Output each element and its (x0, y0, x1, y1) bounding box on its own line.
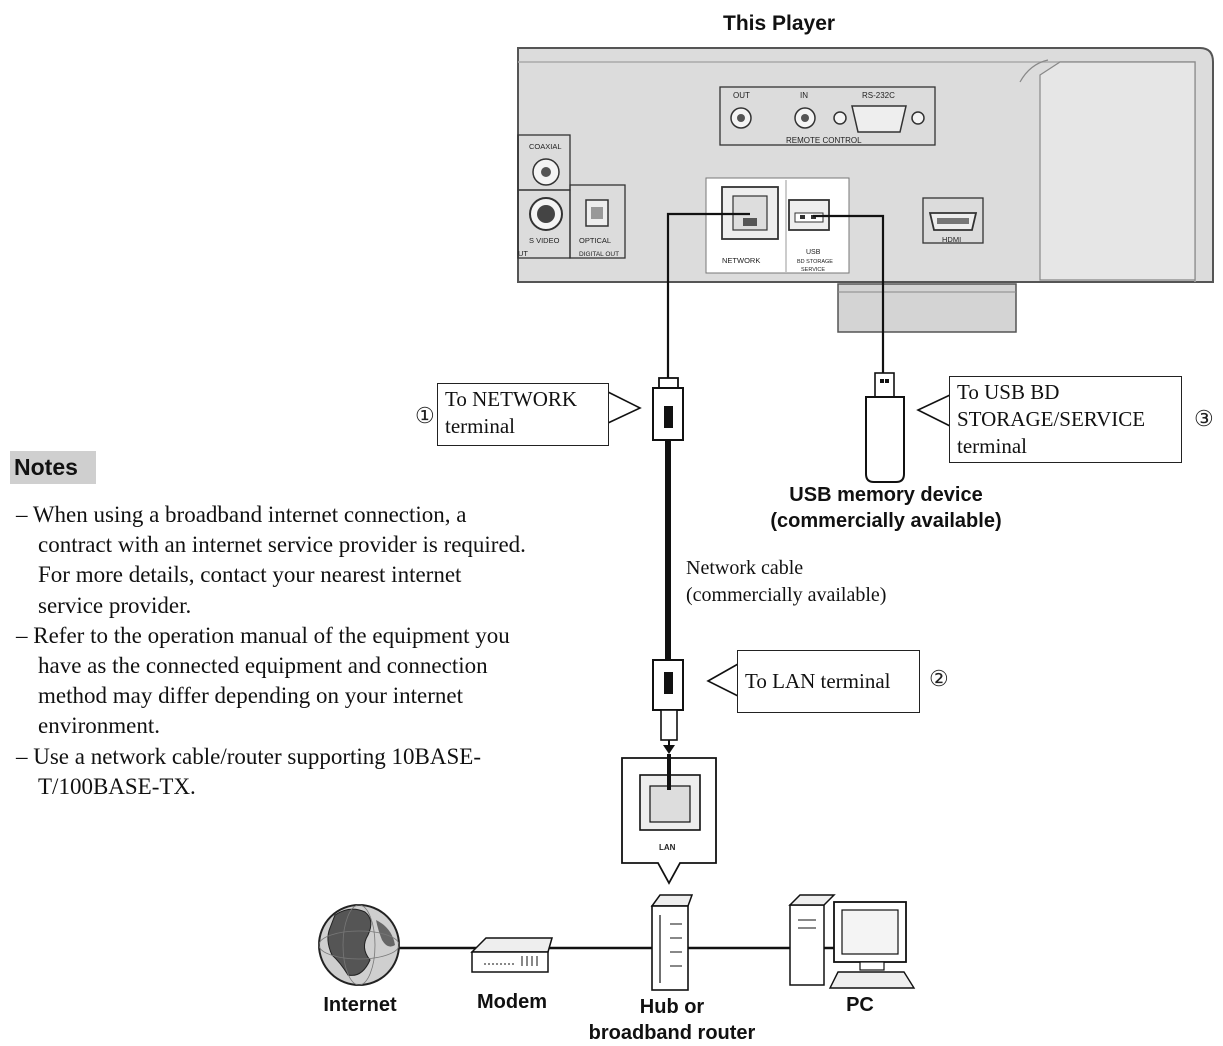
hub-router-line2: broadband router (588, 1022, 756, 1044)
callout-number-3: ③ (1194, 406, 1214, 431)
pc-icon (788, 894, 916, 989)
hub-router-label: Hub or broadband router (560, 994, 784, 1046)
optical-label: OPTICAL (579, 236, 611, 245)
network-cable (652, 212, 750, 754)
remote-out-label: OUT (733, 91, 750, 100)
note-item: – Use a network cable/router supporting … (16, 743, 482, 799)
network-usb-terminals (705, 177, 850, 274)
callout-network: To NETWORK terminal (437, 383, 609, 446)
lan-label: LAN (659, 843, 676, 852)
remote-control-terminals (719, 86, 936, 146)
callout-usb: To USB BD STORAGE/SERVICE terminal (949, 376, 1182, 463)
network-cable-label: Network cable (commercially available) (686, 555, 886, 609)
rs232c-port (851, 105, 907, 133)
notes-list: – When using a broadband internet connec… (12, 500, 532, 802)
modem-icon (470, 937, 553, 973)
keyboard-icon (828, 971, 916, 989)
usb-label: USB (806, 249, 821, 256)
notes-heading: Notes (10, 451, 96, 484)
note-item: – When using a broadband internet connec… (16, 502, 526, 618)
callout-usb-line2: STORAGE/SERVICE (957, 407, 1146, 431)
hub-router-icon (650, 894, 694, 991)
callout-lan-text: To LAN terminal (745, 669, 891, 693)
callout-usb-line3: terminal (957, 434, 1027, 458)
out-partial-label: UT (518, 249, 528, 258)
hdmi-terminal (922, 197, 984, 244)
network-cable-line2: (commercially available) (686, 584, 887, 606)
usb-device-line1: USB memory device (789, 484, 983, 506)
internet-label: Internet (323, 994, 397, 1016)
player-rear-panel (517, 47, 1214, 333)
network-label: NETWORK (722, 256, 760, 265)
remote-control-label: REMOTE CONTROL (786, 136, 862, 145)
av-output-terminals (517, 134, 626, 259)
player-title: This Player (723, 12, 836, 35)
usb-device-label: USB memory device (commercially availabl… (755, 482, 1017, 534)
callout-usb-line1: To USB BD (957, 380, 1060, 404)
note-item: – Refer to the operation manual of the e… (16, 622, 510, 739)
callout-number-2: ② (929, 666, 949, 691)
service-label: SERVICE (801, 267, 825, 273)
modem-label: Modem (477, 991, 547, 1013)
callout-number-1: ① (415, 403, 435, 428)
coaxial-label: COAXIAL (529, 142, 562, 151)
player-foot (837, 283, 1017, 333)
usb-cable (813, 214, 905, 483)
s-video-label: S VIDEO (529, 236, 560, 245)
lan-port-box: LAN (621, 754, 717, 885)
hdmi-label: HDMI (942, 235, 961, 244)
callout-network-line1: To NETWORK (445, 387, 578, 411)
hub-router-line1: Hub or (639, 996, 705, 1018)
remote-in-label: IN (800, 91, 808, 100)
bd-storage-label: BD STORAGE (797, 259, 833, 265)
rs232c-label: RS-232C (862, 91, 895, 100)
callout-lan: To LAN terminal (737, 650, 920, 713)
pc-label: PC (846, 994, 874, 1016)
internet-globe-icon (318, 904, 400, 986)
network-cable-line1: Network cable (686, 557, 804, 579)
usb-memory-device (865, 396, 905, 483)
digital-out-label: DIGITAL OUT (579, 251, 619, 258)
callout-network-line2: terminal (445, 414, 515, 438)
usb-device-line2: (commercially available) (770, 510, 1002, 532)
